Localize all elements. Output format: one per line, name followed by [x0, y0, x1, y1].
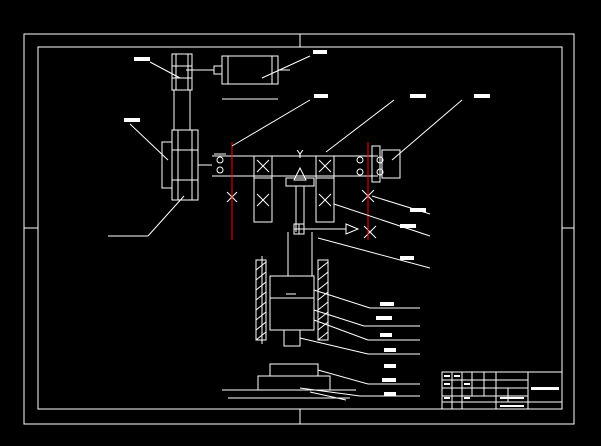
- drive-belt: [173, 90, 191, 130]
- symmetry-mark: Y: [296, 148, 304, 161]
- label-tag-icon: [410, 94, 426, 98]
- left-guide-rail: [255, 259, 267, 341]
- main-shaft: [212, 155, 378, 177]
- left-housing: [253, 155, 273, 223]
- right-guide-rail: [317, 259, 329, 341]
- worktable: [222, 363, 356, 401]
- label-tag-icon: [313, 50, 327, 54]
- label-tag-icon: [384, 364, 396, 368]
- center-gear: [285, 166, 315, 232]
- label-tag-icon: [124, 118, 140, 122]
- label-tag-icon: [384, 392, 396, 396]
- label-tags: [124, 50, 490, 396]
- upper-pulley: [171, 53, 193, 91]
- lower-pulley: [161, 129, 212, 201]
- label-tag-icon: [382, 378, 396, 382]
- center-lines: [231, 142, 369, 240]
- vertical-ram: [269, 232, 315, 347]
- right-bearing-icon: [356, 145, 401, 183]
- left-bearing-icon: [214, 153, 226, 177]
- outer-sheet-border: [23, 33, 575, 425]
- title-block-text-marks: [444, 375, 559, 407]
- label-tag-icon: [474, 94, 490, 98]
- inner-sheet-border: [37, 46, 563, 410]
- title-block: [441, 371, 563, 410]
- label-tag-icon: [380, 333, 392, 337]
- label-tag-icon: [380, 302, 394, 306]
- label-tag-icon: [384, 348, 396, 352]
- right-housing: [315, 155, 335, 223]
- label-tag-icon: [410, 208, 426, 212]
- slider-block: [293, 223, 360, 235]
- label-tag-icon: [134, 57, 150, 61]
- label-tag-icon: [400, 256, 414, 260]
- motor: [186, 55, 290, 85]
- label-tag-icon: [314, 94, 328, 98]
- label-tag-icon: [400, 224, 416, 228]
- label-tag-icon: [376, 316, 392, 320]
- centering-marks: [24, 34, 574, 424]
- leader-lines: [108, 55, 463, 397]
